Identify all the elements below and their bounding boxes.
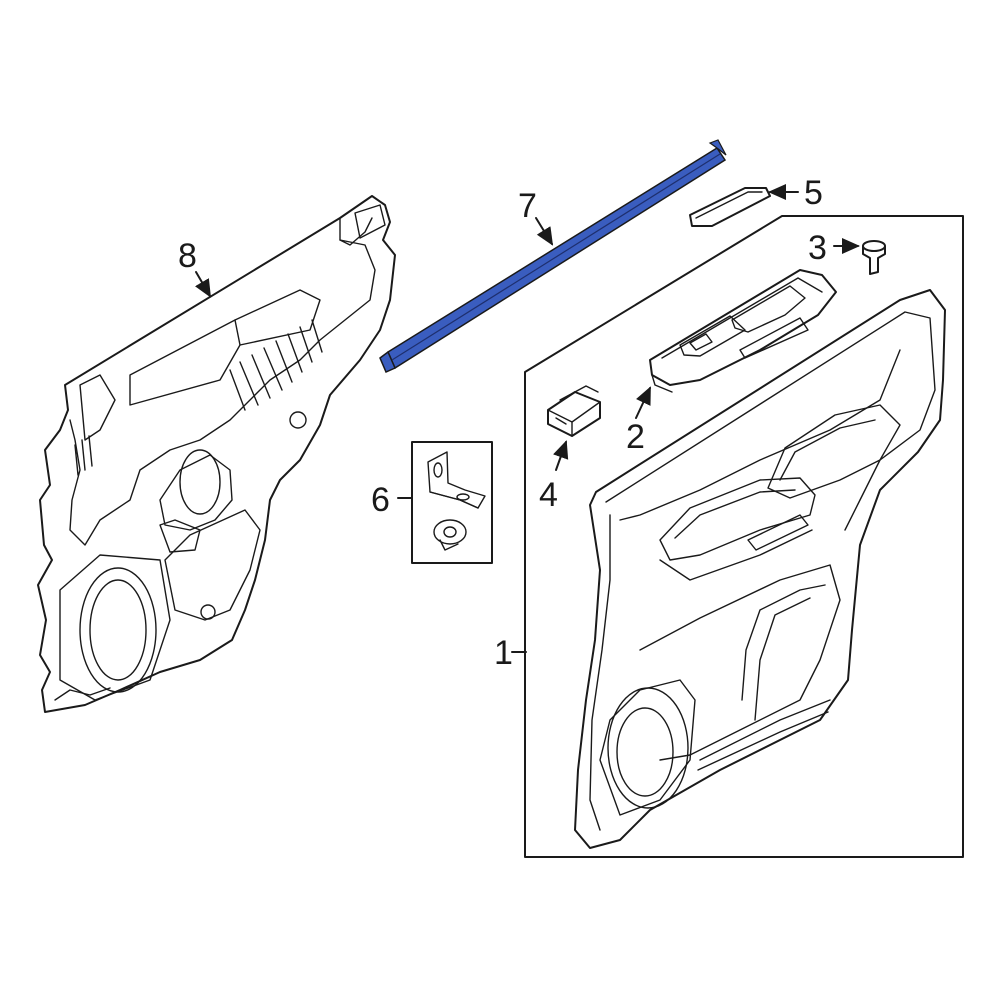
leader-2 (635, 386, 651, 419)
callout-8: 8 (178, 237, 197, 275)
leaders (195, 184, 860, 653)
part-6-bracket-kit[interactable] (411, 441, 493, 564)
callout-6: 6 (371, 481, 390, 519)
callout-2: 2 (626, 418, 645, 456)
leader-4 (553, 440, 569, 471)
callout-3: 3 (808, 229, 827, 267)
callout-1: 1 (494, 634, 513, 672)
callout-labels: 1 2 3 4 5 6 7 8 (178, 174, 827, 672)
part-3-clip[interactable] (862, 240, 886, 275)
part-7-belt-weatherstrip[interactable] (379, 139, 727, 373)
callout-7: 7 (518, 187, 537, 225)
leader-7 (535, 217, 554, 246)
part-5-pad[interactable] (689, 187, 771, 227)
leader-8 (195, 271, 212, 298)
part-8-door-carrier[interactable] (37, 195, 396, 713)
callout-5: 5 (804, 174, 823, 212)
callout-4: 4 (539, 476, 558, 514)
part-1-trim-panel[interactable] (524, 215, 964, 858)
part-2-switch-bezel[interactable] (649, 269, 837, 393)
part-4-switch[interactable] (547, 385, 601, 437)
